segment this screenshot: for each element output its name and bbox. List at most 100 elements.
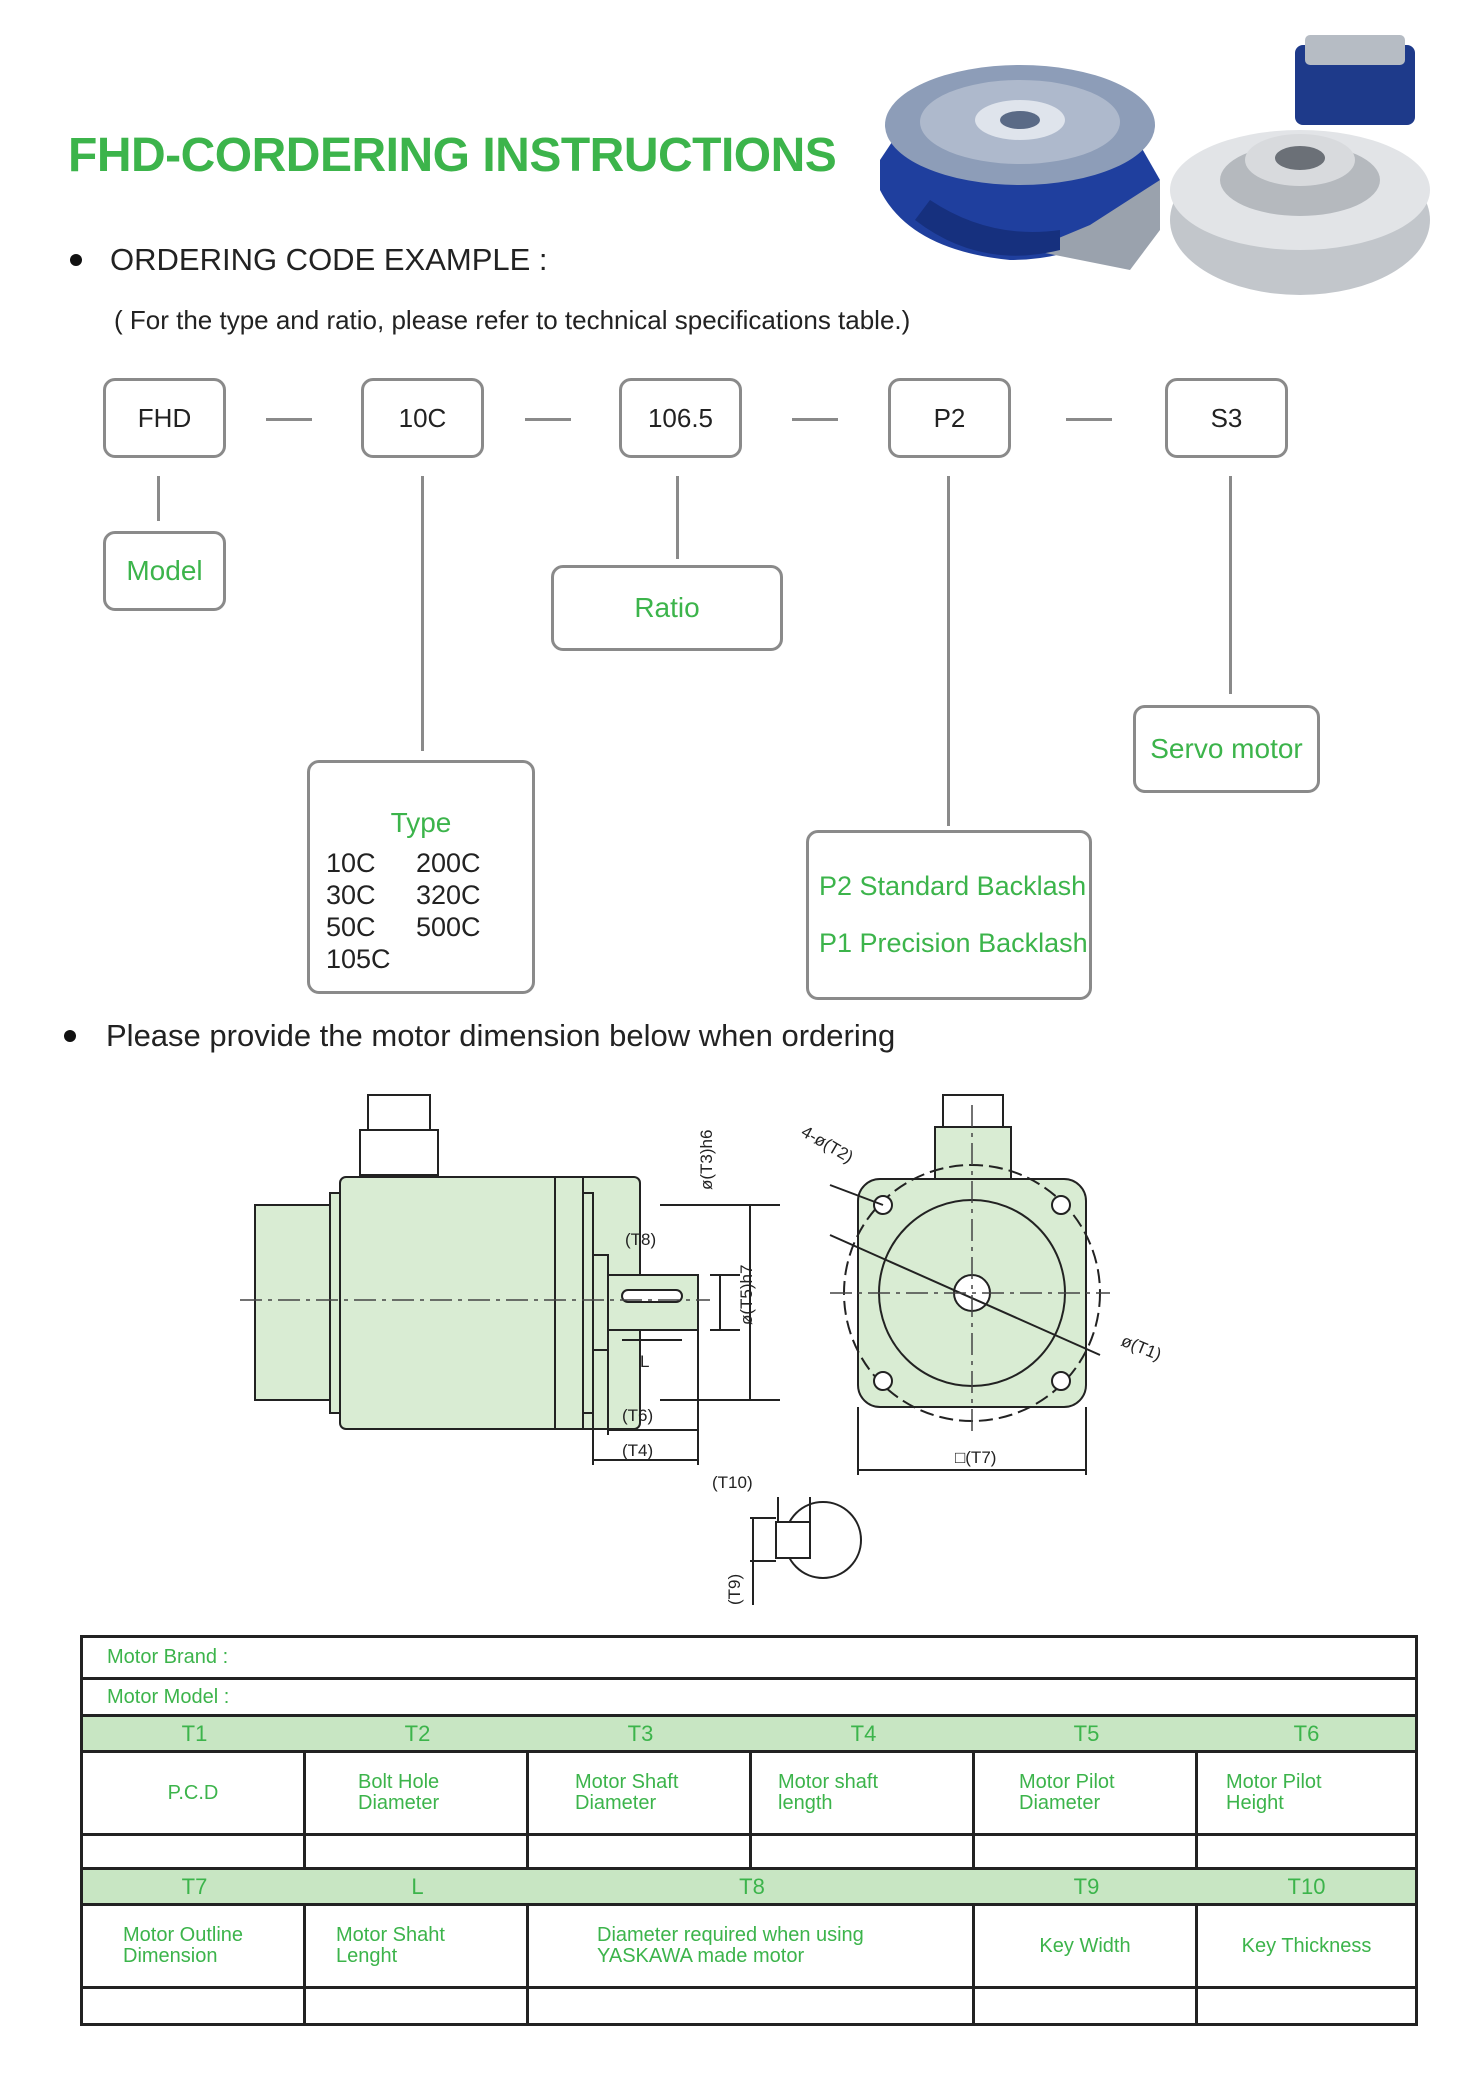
motor-brand-field[interactable]: Motor Brand : (83, 1638, 1415, 1677)
desc-t4: Motor shaft length (778, 1771, 879, 1814)
desc-t5: Motor Pilot Diameter (1019, 1771, 1115, 1814)
connector-line (1229, 476, 1232, 694)
motor-model-field[interactable]: Motor Model : (83, 1680, 1415, 1714)
backlash-box: P2 Standard Backlash P1 Precision Backla… (806, 830, 1092, 1000)
table-header-cell: T2 (404, 1720, 431, 1746)
code-box-type: 10C (361, 378, 484, 458)
silver-gearbox-image (1170, 35, 1430, 295)
table-desc-cell: Motor Shaht Lenght (306, 1906, 529, 1986)
connector-line (676, 476, 679, 559)
value-input-t9[interactable] (975, 1989, 1198, 2023)
type-item: 50C (326, 912, 376, 942)
value-input-t1[interactable] (83, 1836, 306, 1867)
value-input-t2[interactable] (306, 1836, 529, 1867)
backlash-standard: P2 Standard Backlash (819, 871, 1087, 901)
table-header-cell: T6 (1293, 1720, 1320, 1746)
value-input-t8[interactable] (529, 1989, 975, 2023)
section-note: ( For the type and ratio, please refer t… (114, 305, 911, 335)
type-box: Type 10C 200C 30C 320C 50C 500C 105C (307, 760, 535, 994)
blue-gearbox-image (880, 65, 1160, 270)
table-header-row: T1 T2 T3 T4 T5 T6 (83, 1717, 1415, 1753)
table-header-cell: T8 (739, 1873, 765, 1899)
value-input-t6[interactable] (1198, 1836, 1415, 1867)
value-input-t3[interactable] (529, 1836, 752, 1867)
type-item (416, 943, 506, 975)
desc-t1: P.C.D (167, 1781, 219, 1804)
desc-t2: Bolt Hole Diameter (358, 1771, 440, 1814)
table-desc-cell: Motor shaft length (752, 1753, 975, 1833)
value-input-t10[interactable] (1198, 1989, 1415, 2023)
table-header-cell: T5 (1073, 1720, 1100, 1746)
table-desc-cell: Motor Pilot Height (1198, 1753, 1415, 1833)
type-item: 320C (416, 880, 481, 910)
label-ratio: Ratio (551, 565, 783, 651)
value-input-t5[interactable] (975, 1836, 1198, 1867)
table-row: Motor Outline Dimension Motor Shaht Leng… (83, 1906, 1415, 1989)
value-input-t4[interactable] (752, 1836, 975, 1867)
connector-line (157, 476, 160, 521)
motor-dimension-table: Motor Brand : Motor Model : T1 T2 T3 T4 … (80, 1635, 1418, 2026)
desc-t7: Motor Outline Dimension (123, 1924, 244, 1967)
table-header-cell: L (411, 1873, 424, 1899)
table-header-cell: T10 (1287, 1873, 1326, 1899)
table-desc-cell: Bolt Hole Diameter (306, 1753, 529, 1833)
desc-l: Motor Shaht Lenght (336, 1924, 445, 1967)
type-title: Type (390, 807, 452, 838)
dim-t6: (T6) (622, 1406, 653, 1425)
product-photo (880, 35, 1430, 295)
type-item: 10C (326, 848, 376, 878)
bullet (70, 254, 82, 266)
dim-t10: (T10) (712, 1473, 753, 1492)
value-input-t7[interactable] (83, 1989, 306, 2023)
code-box-servo: S3 (1165, 378, 1288, 458)
code-box-backlash: P2 (888, 378, 1011, 458)
table-desc-cell: Key Thickness (1198, 1906, 1415, 1986)
desc-t6: Motor Pilot Height (1226, 1771, 1322, 1814)
connector-line (421, 476, 424, 751)
code-separator (792, 418, 838, 421)
table-row: P.C.D Bolt Hole Diameter Motor Shaft Dia… (83, 1753, 1415, 1836)
table-desc-cell: P.C.D (83, 1753, 306, 1833)
dim-t8: (T8) (625, 1230, 656, 1249)
desc-t10: Key Thickness (1241, 1934, 1372, 1957)
dim-t7: □(T7) (955, 1448, 996, 1467)
table-header-cell: T4 (850, 1720, 877, 1746)
code-separator (266, 418, 312, 421)
type-list: 10C 200C 30C 320C 50C 500C 105C (326, 847, 506, 975)
label-servo-motor: Servo motor (1133, 705, 1320, 793)
desc-t9: Key Width (1039, 1934, 1131, 1957)
table-header-cell: T9 (1073, 1873, 1100, 1899)
table-row: Motor Model : (83, 1680, 1415, 1717)
table-desc-cell: Motor Outline Dimension (83, 1906, 306, 1986)
type-item: 500C (416, 912, 481, 942)
type-item: 30C (326, 880, 376, 910)
value-input-l[interactable] (306, 1989, 529, 2023)
dim-t2: 4-ø(T2) (798, 1122, 857, 1167)
connector-line (947, 476, 950, 826)
code-separator (525, 418, 571, 421)
dim-t9: (T9) (725, 1574, 744, 1605)
bullet (64, 1030, 76, 1042)
table-header-cell: T7 (181, 1873, 208, 1899)
table-header-cell: T3 (627, 1720, 654, 1746)
table-header-cell: T1 (181, 1720, 208, 1746)
motor-model-label: Motor Model : (107, 1685, 230, 1708)
motor-dimension-drawing: (T8) L (T6) (T4) □(T7) (T10) ø(T3)h6 ø(T… (240, 1094, 1165, 1605)
dim-l: L (640, 1352, 649, 1371)
dim-t1: ø(T1) (1119, 1331, 1165, 1364)
table-header-row: T7 L T8 T9 T10 (83, 1870, 1415, 1906)
page-title: FHD-CORDERING INSTRUCTIONS (68, 129, 837, 182)
dim-t3: ø(T3)h6 (697, 1130, 716, 1190)
label-model: Model (103, 531, 226, 611)
dim-t4: (T4) (622, 1441, 653, 1460)
desc-t3: Motor Shaft Diameter (575, 1771, 679, 1814)
section-heading-motor-dimension: Please provide the motor dimension below… (106, 1018, 896, 1053)
table-desc-cell: Key Width (975, 1906, 1198, 1986)
desc-t8: Diameter required when using YASKAWA mad… (597, 1924, 864, 1967)
table-input-row (83, 1836, 1415, 1870)
type-item: 105C (326, 944, 391, 974)
table-desc-cell: Diameter required when using YASKAWA mad… (529, 1906, 975, 1986)
table-row: Motor Brand : (83, 1638, 1415, 1680)
motor-brand-label: Motor Brand : (107, 1646, 229, 1668)
code-box-model: FHD (103, 378, 226, 458)
